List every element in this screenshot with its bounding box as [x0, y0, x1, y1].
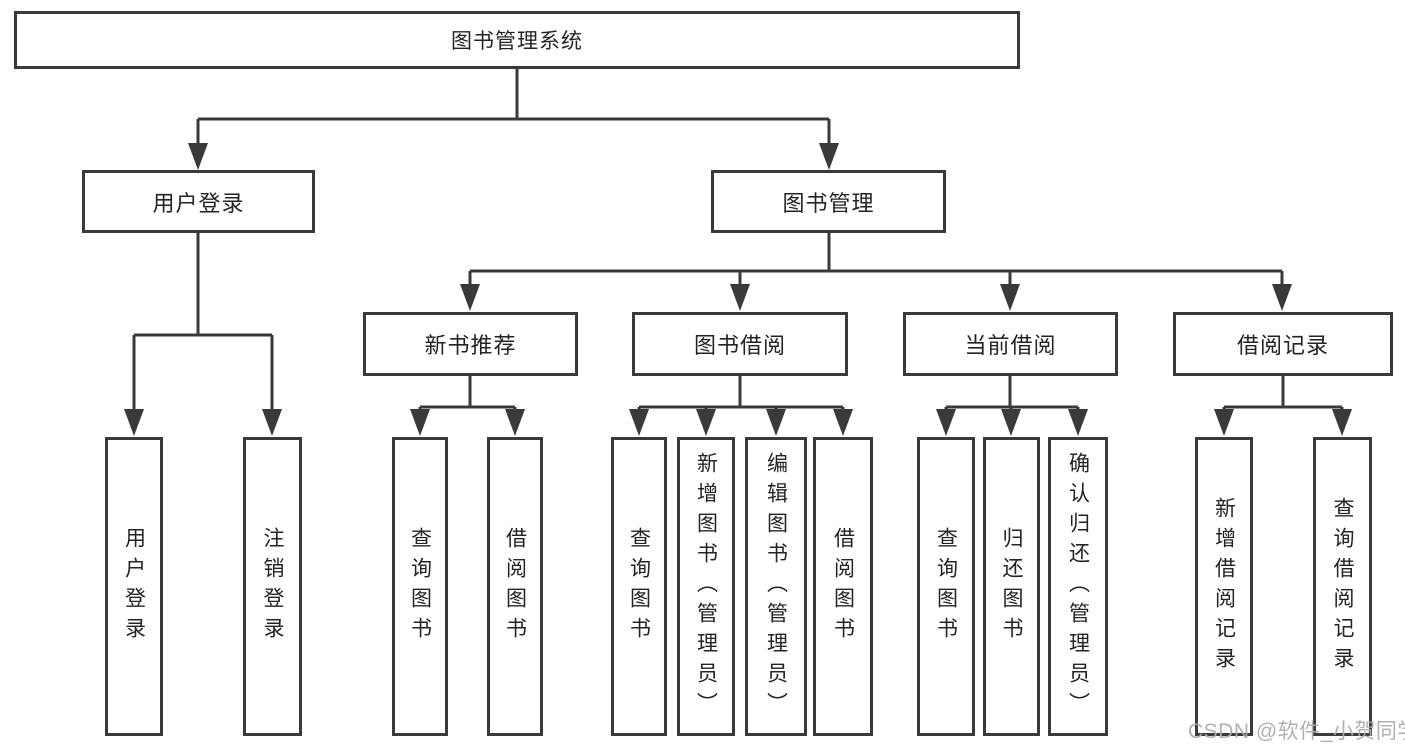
arrow-down-icon: [188, 143, 208, 170]
arrow-down-icon: [766, 409, 786, 436]
node-label: 图书借阅: [693, 333, 786, 358]
node-book-mgmt: 图书管理: [711, 170, 946, 233]
node-label: 查询图书: [408, 526, 432, 647]
leaf-edit-books-admin: 编辑图书（管理员）: [745, 437, 807, 736]
node-label: 归还图书: [1000, 526, 1023, 647]
node-root: 图书管理系统: [14, 11, 1020, 69]
leaf-confirm-return-admin: 确认归还（管理员）: [1048, 437, 1108, 736]
arrow-down-icon: [629, 409, 649, 436]
connector-current-borrow: [944, 376, 1080, 414]
leaf-query-books-current: 查询图书: [917, 437, 975, 736]
node-current-borrow: 当前借阅: [903, 312, 1118, 376]
connector-borrow-record: [1222, 376, 1344, 414]
leaf-add-borrow-record: 新增借阅记录: [1195, 437, 1253, 736]
arrowheads: [124, 143, 1352, 436]
leaf-query-borrow-record: 查询借阅记录: [1313, 437, 1372, 736]
arrow-down-icon: [505, 409, 525, 436]
connector-book-mgmt: [468, 233, 1284, 287]
node-label: 查询图书: [627, 526, 651, 647]
connector-user-login: [132, 233, 274, 412]
leaf-query-books-borrow: 查询图书: [611, 437, 667, 736]
arrow-down-icon: [730, 284, 750, 311]
arrow-down-icon: [1214, 409, 1234, 436]
node-new-book-rec: 新书推荐: [363, 312, 578, 376]
arrow-down-icon: [1000, 284, 1020, 311]
connector-new-book-rec: [418, 376, 517, 414]
node-label: 借阅记录: [1236, 333, 1329, 358]
node-label: 用户登录: [152, 190, 245, 216]
node-label: 查询借阅记录: [1331, 496, 1354, 677]
node-label: 新增借阅记录: [1212, 496, 1236, 677]
node-label: 新书推荐: [424, 333, 517, 358]
arrow-down-icon: [833, 409, 853, 436]
node-user-login: 用户登录: [82, 170, 315, 233]
leaf-borrow-books-rec: 借阅图书: [487, 437, 543, 736]
node-label: 编辑图书（管理员）: [764, 451, 788, 722]
leaf-return-books: 归还图书: [983, 437, 1040, 736]
arrow-down-icon: [124, 409, 144, 436]
connector-book-borrow: [637, 376, 845, 414]
node-label: 用户登录: [122, 526, 146, 647]
node-label: 查询图书: [934, 526, 958, 647]
arrow-down-icon: [1001, 409, 1021, 436]
leaf-add-books-admin: 新增图书（管理员）: [677, 437, 735, 736]
arrow-down-icon: [1272, 284, 1292, 311]
node-borrow-record: 借阅记录: [1173, 312, 1393, 376]
node-label: 确认归还（管理员）: [1066, 451, 1090, 722]
arrow-down-icon: [460, 284, 480, 311]
arrow-down-icon: [1332, 409, 1352, 436]
arrow-down-icon: [696, 409, 716, 436]
node-book-borrow: 图书借阅: [632, 312, 848, 376]
node-label: 借阅图书: [831, 526, 855, 647]
node-label: 注销登录: [261, 526, 284, 647]
arrow-down-icon: [936, 409, 956, 436]
arrow-down-icon: [410, 409, 430, 436]
arrow-down-icon: [819, 143, 839, 170]
node-label: 当前借阅: [964, 333, 1057, 358]
node-label: 新增图书（管理员）: [694, 451, 718, 722]
node-label: 图书管理系统: [451, 30, 583, 53]
leaf-logout: 注销登录: [243, 437, 302, 736]
leaf-user-login: 用户登录: [105, 437, 163, 736]
leaf-borrow-books: 借阅图书: [813, 437, 873, 736]
arrow-down-icon: [1068, 409, 1088, 436]
connector-root: [196, 69, 831, 146]
node-label: 图书管理: [782, 190, 875, 216]
leaf-query-books-rec: 查询图书: [392, 437, 448, 736]
arrow-down-icon: [262, 409, 282, 436]
watermark: CSDN @软件_小贺同学: [1188, 720, 1405, 743]
node-label: 借阅图书: [503, 526, 527, 647]
